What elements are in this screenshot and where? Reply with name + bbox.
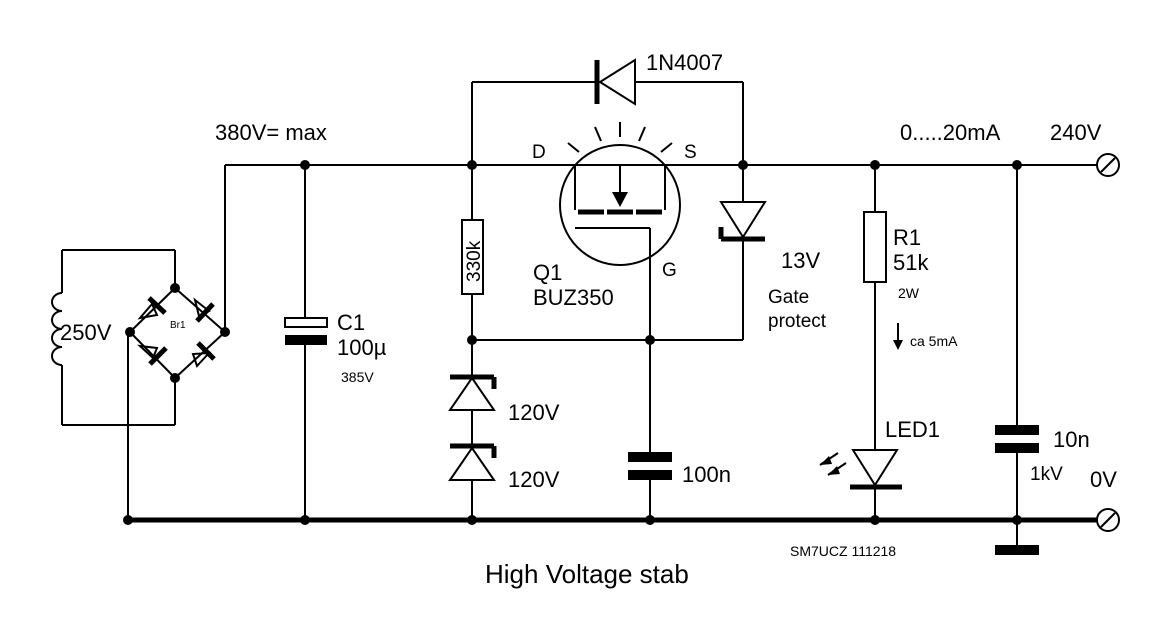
label-r1-value: 51k — [893, 250, 929, 275]
zener-diode-1 — [448, 374, 497, 411]
label-led1: LED1 — [885, 417, 940, 442]
label-diode-1n4007: 1N4007 — [646, 50, 723, 75]
top-rail — [224, 164, 1100, 330]
diode-1n4007 — [472, 58, 744, 165]
label-r1-power: 2W — [898, 285, 920, 301]
label-c1-value: 100µ — [337, 335, 387, 360]
label-output-voltage: 240V — [1050, 120, 1102, 145]
label-c1-name: C1 — [337, 310, 365, 335]
label-zener-gate: 13V — [781, 248, 820, 273]
label-signature: SM7UCZ 111218 — [790, 543, 896, 559]
zener-diode-2 — [448, 443, 497, 481]
bridge-diode-1 — [137, 296, 167, 320]
label-led-current: ca 5mA — [910, 333, 958, 349]
label-gate-protect-2: protect — [768, 311, 827, 332]
label-q1-part: BUZ350 — [533, 285, 614, 310]
diagram-title: High Voltage stab — [485, 559, 689, 589]
label-max-voltage: 380V= max — [215, 120, 327, 145]
capacitor-10n — [995, 165, 1039, 555]
label-cap-10n-value: 10n — [1053, 427, 1090, 452]
bridge-diode-2 — [193, 297, 215, 323]
label-cap-10n-rating: 1kV — [1030, 464, 1063, 485]
mosfet-q1 — [559, 122, 681, 266]
label-ground: 0V — [1090, 467, 1117, 492]
bridge-rectifier — [127, 287, 226, 520]
label-gate-protect-1: Gate — [768, 287, 809, 308]
label-output-current: 0.....20mA — [900, 120, 1001, 145]
led1 — [819, 449, 902, 520]
label-q1-name: Q1 — [533, 260, 562, 285]
capacitor-100n — [628, 452, 672, 520]
output-terminal-240v — [1096, 153, 1120, 177]
label-pin-source: S — [684, 142, 697, 163]
label-cap-100n: 100n — [682, 462, 731, 487]
label-pin-drain: D — [532, 142, 546, 163]
capacitor-c1 — [284, 165, 328, 520]
label-pin-gate: G — [662, 260, 677, 281]
current-arrow — [893, 323, 903, 350]
transformer-winding — [51, 249, 176, 426]
label-gate-resistor: 330k — [464, 240, 485, 282]
bridge-diode-4 — [191, 341, 216, 368]
ground-terminal-0v — [1096, 508, 1120, 532]
label-input-ac: 250V — [60, 320, 112, 345]
bridge-diode-3 — [137, 344, 168, 366]
zener-gate-protect — [718, 165, 767, 340]
label-zener-1: 120V — [508, 400, 560, 425]
label-zener-2: 120V — [508, 467, 560, 492]
label-bridge: Br1 — [170, 320, 186, 331]
label-r1-name: R1 — [893, 225, 921, 250]
label-c1-rating: 385V — [341, 369, 374, 385]
junction-dots — [123, 160, 1022, 525]
gate-net — [472, 245, 743, 452]
resistor-r1 — [863, 165, 887, 450]
